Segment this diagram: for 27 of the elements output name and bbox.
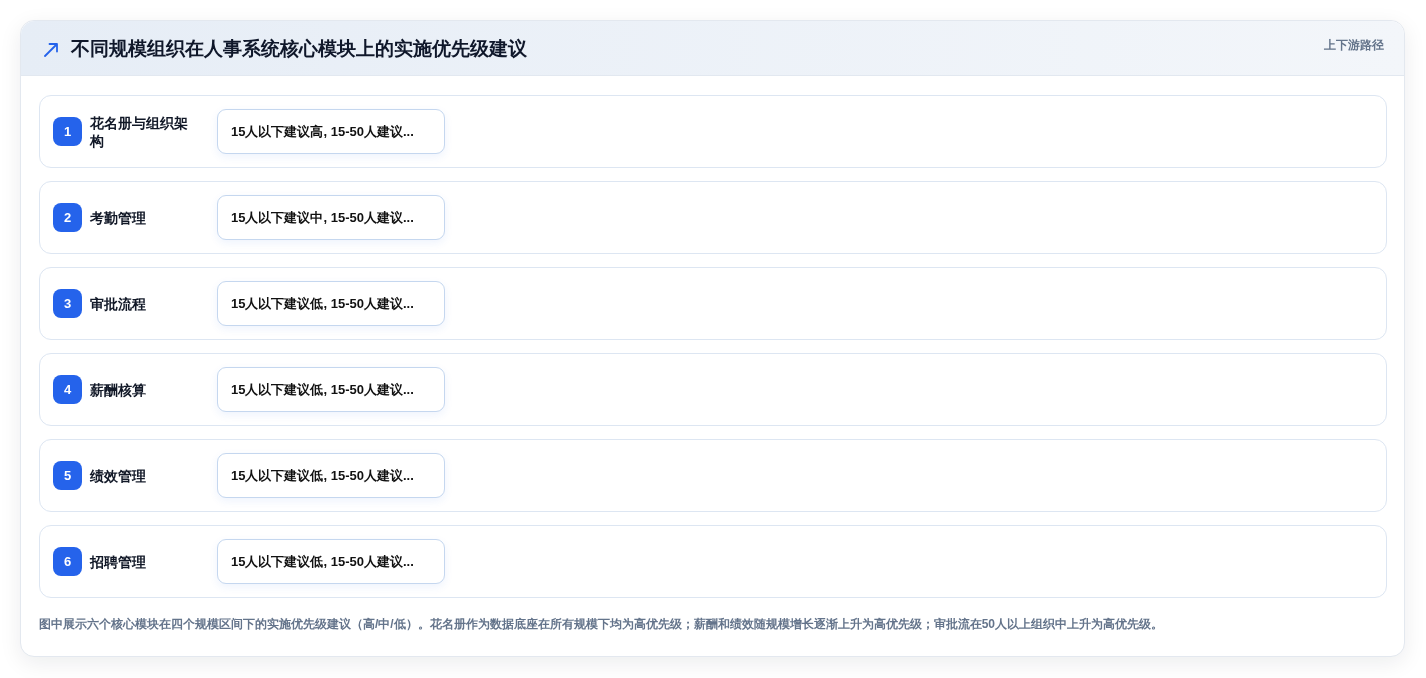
module-name: 招聘管理 bbox=[90, 552, 147, 571]
number-badge: 6 bbox=[53, 547, 82, 576]
priority-pill: 15人以下建议低, 15-50人建议... bbox=[217, 367, 445, 412]
priority-pill: 15人以下建议低, 15-50人建议... bbox=[217, 281, 445, 326]
caption-text: 图中展示六个核心模块在四个规模区间下的实施优先级建议（高/中/低）。花名册作为数据底座在所有规模下均为高优先级；薪酬和绩效随规模增长逐渐上升为高优先级；审批流在50人以上组织中上升为高优先级。 bbox=[39, 616, 1163, 632]
diagram-title: 不同规模组织在人事系统核心模块上的实施优先级建议 bbox=[71, 37, 527, 61]
number-badge: 3 bbox=[53, 289, 82, 318]
module-name: 考勤管理 bbox=[90, 208, 147, 227]
module-row bbox=[39, 95, 1387, 168]
number-badge: 4 bbox=[53, 375, 82, 404]
priority-pill: 15人以下建议高, 15-50人建议... bbox=[217, 109, 445, 154]
module-name: 审批流程 bbox=[90, 294, 147, 313]
module-name: 花名册与组织架构 bbox=[90, 113, 189, 150]
number-badge: 1 bbox=[53, 117, 82, 146]
number-badge: 5 bbox=[53, 461, 82, 490]
number-badge: 2 bbox=[53, 203, 82, 232]
module-row bbox=[39, 525, 1387, 598]
module-row bbox=[39, 267, 1387, 340]
priority-pill: 15人以下建议低, 15-50人建议... bbox=[217, 539, 445, 584]
priority-pill: 15人以下建议低, 15-50人建议... bbox=[217, 453, 445, 498]
header-label: 上下游路径 bbox=[1324, 37, 1384, 53]
module-name: 绩效管理 bbox=[90, 466, 147, 485]
module-row bbox=[39, 353, 1387, 426]
priority-pill: 15人以下建议中, 15-50人建议... bbox=[217, 195, 445, 240]
module-name: 薪酬核算 bbox=[90, 380, 147, 399]
module-row bbox=[39, 181, 1387, 254]
module-row bbox=[39, 439, 1387, 512]
